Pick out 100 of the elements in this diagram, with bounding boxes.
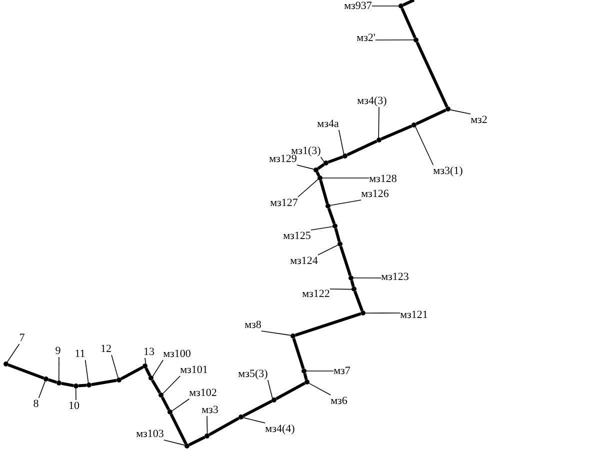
leader-line [415,126,434,166]
route-line [380,124,412,140]
point-label: мз123 [381,271,409,283]
survey-point-marker [342,154,348,158]
route-line [303,373,308,380]
leader-line [111,354,118,378]
survey-point-marker [318,176,322,180]
route-line [144,368,152,376]
survey-point-marker [56,380,62,386]
point-label: мз4(4) [265,423,295,435]
survey-point-marker [348,276,354,280]
leader-line [298,179,318,198]
point-label: мз6 [330,395,348,407]
point-label: мз100 [163,348,191,360]
survey-point-marker [352,286,356,292]
survey-point-marker [148,376,154,380]
point-label: мз102 [189,387,217,399]
point-label: 9 [55,345,61,357]
point-label: 12 [100,343,112,355]
point-label: мз2 [470,114,488,126]
point-label: мз5(3) [238,368,268,380]
survey-point-marker [272,398,276,402]
route-line [416,108,446,126]
leader-line [172,398,190,412]
survey-point-marker [326,204,330,208]
route-line [188,436,206,446]
leader-line [164,440,185,446]
leader-line [58,356,60,381]
route-line [327,208,336,224]
leader-line [365,312,400,314]
route-line [317,163,325,170]
route-line [120,366,144,380]
route-line [316,172,320,176]
point-label: 10 [68,400,80,412]
leader-line [75,388,76,400]
route-line [319,180,329,204]
leader-line [338,130,344,154]
point-label: мз8 [244,319,262,331]
point-label: мз128 [369,173,397,185]
leader-line [162,376,180,394]
point-label: 8 [33,398,39,410]
leader-line [206,416,208,434]
leader-line [318,244,338,256]
leader-line [261,330,291,336]
survey-point-marker [338,242,342,246]
point-label: мз3(1) [433,165,463,177]
route-line [242,400,272,418]
survey-point-marker [304,380,310,384]
leader-line [378,106,380,138]
survey-point-marker [332,224,338,228]
point-label: мз7 [334,365,350,377]
leader-line [243,417,266,424]
leader-line [306,370,334,372]
survey-point-marker [414,38,418,42]
leader-line [38,380,46,398]
survey-point-marker [302,368,306,374]
point-label: 13 [144,346,154,358]
route-line [339,246,352,276]
survey-point-marker [168,410,172,414]
survey-point-marker [376,138,382,142]
route-line [292,338,305,370]
route-line [160,396,170,410]
route-line [416,42,448,108]
point-label: мз121 [400,309,428,321]
route-line [48,378,58,384]
route-line [91,378,117,386]
route-line [275,382,306,400]
survey-point-marker [74,384,78,388]
survey-point-marker [86,382,92,388]
survey-point-marker [184,444,190,448]
leader-line [267,380,273,398]
leader-line [330,288,352,290]
survey-point-marker [116,378,122,382]
survey-point-marker [142,364,148,368]
point-label: мз101 [180,364,208,376]
route-line [8,364,44,380]
point-label: 11 [74,348,86,360]
leader-line [144,358,146,364]
survey-point-marker [44,376,48,382]
leader-line [296,164,314,170]
route-line [328,155,344,164]
leader-line [6,344,20,362]
point-label: мз124 [290,255,318,267]
survey-point-marker [412,122,416,128]
route-line [334,228,341,242]
route-line [400,8,416,38]
survey-point-marker [238,414,244,420]
point-label: мз127 [270,197,298,209]
leader-line [308,382,331,396]
route-line [61,382,74,388]
survey-point-marker [360,310,366,316]
point-label: 7 [19,332,25,344]
leader-line [152,360,164,377]
leader-line [330,200,362,206]
point-label: мз122 [302,288,330,300]
survey-point-marker [158,392,164,398]
point-label: мз937 [344,0,372,12]
survey-point-marker [290,334,296,338]
survey-point-marker [314,168,318,172]
point-label: мз2' [356,32,376,44]
